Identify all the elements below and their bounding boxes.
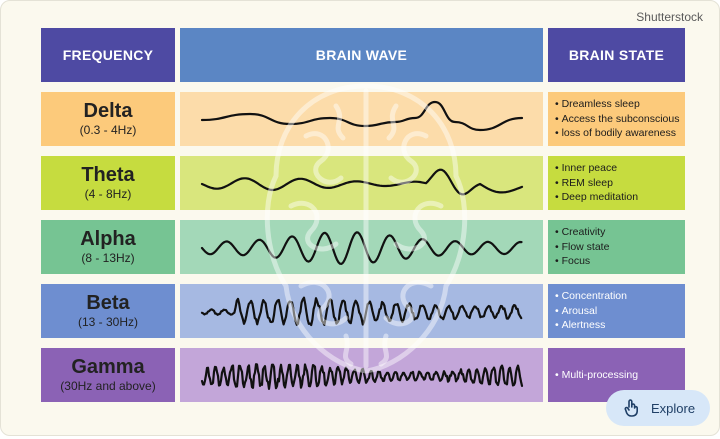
state-item: Multi-processing [555, 368, 685, 383]
state-item: Flow state [555, 240, 685, 255]
beta-name: Beta [86, 292, 130, 314]
state-item: Focus [555, 254, 685, 269]
theta-name: Theta [81, 164, 135, 186]
theta-wave-line [200, 168, 524, 196]
explore-label: Explore [651, 400, 696, 416]
alpha-state-cell: Creativity Flow state Focus [548, 220, 685, 274]
beta-wave-cell [180, 284, 543, 338]
state-item: Alertness [555, 318, 685, 333]
theta-wave-cell [180, 156, 543, 210]
beta-range: (13 - 30Hz) [77, 315, 139, 329]
state-item: Dreamless sleep [555, 97, 685, 112]
theta-range: (4 - 8Hz) [84, 187, 132, 201]
alpha-frequency-cell: Alpha (8 - 13Hz) [41, 220, 175, 274]
frequency-header: FREQUENCY [41, 28, 175, 82]
credit-label: Shutterstock [636, 10, 703, 24]
state-item: Arousal [555, 304, 685, 319]
beta-state-cell: Concentration Arousal Alertness [548, 284, 685, 338]
alpha-wave-graphic [200, 231, 523, 265]
explore-button[interactable]: Explore [606, 390, 710, 426]
theta-wave-graphic [200, 168, 524, 196]
gamma-range: (30Hz and above) [60, 379, 156, 393]
brain-state-header: BRAIN STATE [548, 28, 685, 82]
gamma-wave-cell [180, 348, 543, 402]
brain-wave-header: BRAIN WAVE [180, 28, 543, 82]
alpha-wave-line [200, 231, 523, 265]
delta-wave-cell [180, 92, 543, 146]
delta-wave-line [200, 100, 524, 132]
state-item: Concentration [555, 289, 685, 304]
alpha-range: (8 - 13Hz) [81, 251, 135, 265]
state-item: REM sleep [555, 176, 685, 191]
alpha-wave-cell [180, 220, 543, 274]
delta-wave-graphic [200, 100, 524, 132]
state-item: Deep meditation [555, 190, 685, 205]
theta-state-cell: Inner peace REM sleep Deep meditation [548, 156, 685, 210]
beta-wave-graphic [200, 296, 523, 327]
state-item: Inner peace [555, 161, 685, 176]
gamma-name: Gamma [71, 356, 145, 378]
delta-frequency-cell: Delta (0.3 - 4Hz) [41, 92, 175, 146]
state-item: Access the subconscious [555, 112, 685, 127]
theta-frequency-cell: Theta (4 - 8Hz) [41, 156, 175, 210]
gamma-wave-graphic [200, 363, 524, 390]
beta-wave-line [200, 296, 523, 327]
gamma-frequency-cell: Gamma (30Hz and above) [41, 348, 175, 402]
hand-pointer-icon [624, 399, 638, 417]
delta-name: Delta [83, 100, 133, 122]
gamma-wave-line [200, 363, 524, 390]
delta-range: (0.3 - 4Hz) [79, 123, 137, 137]
state-item: Creativity [555, 225, 685, 240]
beta-frequency-cell: Beta (13 - 30Hz) [41, 284, 175, 338]
state-item: loss of bodily awareness [555, 126, 685, 141]
alpha-name: Alpha [80, 228, 136, 250]
delta-state-cell: Dreamless sleep Access the subconscious … [548, 92, 685, 146]
